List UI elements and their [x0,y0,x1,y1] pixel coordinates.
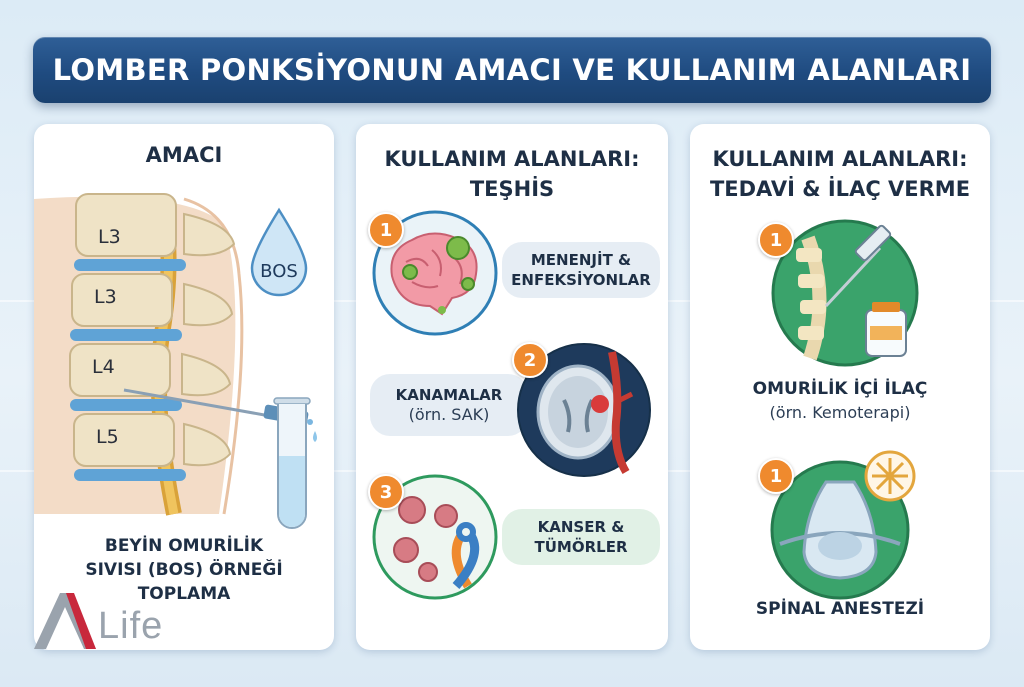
treatment-item-2-badge: 1 [758,458,794,494]
panel-purpose-caption: BEYİN OMURİLİK SIVISI (BOS) ÖRNEĞİ TOPLA… [85,536,283,604]
intrathecal-drug-icon [771,219,919,367]
vertebra-label-4: L5 [96,426,119,448]
diagnosis-item-1-label: MENENJİT & ENFEKSİYONLAR [502,242,660,298]
test-tube-icon [273,397,311,529]
diagnosis-item-3-badge: 3 [368,474,404,510]
csf-drop-icon [250,207,308,297]
csf-drop-label: BOS [260,261,298,282]
treatment-item-1-badge: 1 [758,222,794,258]
spine-illustration [34,193,317,516]
panel-purpose-title: AMACI [145,143,223,167]
vertebra-label-2: L3 [94,286,117,308]
diagnosis-item-2-badge: 2 [512,342,548,378]
cancer-cells-ribbon-icon [372,474,498,600]
logo-text: Life [98,605,164,647]
diagnosis-item-2-label: KANAMALAR (örn. SAK) [370,374,528,436]
title-banner: LOMBER PONKSİYONUN AMACI VE KULLANIM ALA… [33,37,991,103]
treatment-item-1-label: OMURİLİK İÇİ İLAÇ (örn. Kemoterapi) [752,379,928,422]
brain-scan-hemorrhage-icon [517,343,651,477]
vertebra-label-3: L4 [92,356,115,378]
treatment-item-2-label: SPİNAL ANESTEZİ [755,599,925,619]
page-title: LOMBER PONKSİYONUN AMACI VE KULLANIM ALA… [52,53,972,87]
panel-purpose: AMACI L3 L3 L4 L5 BOS [34,124,334,650]
panel-treatment: KULLANIM ALANLARI: TEDAVİ & İLAÇ VERME 1… [690,124,990,650]
diagnosis-item-3-label: KANSER & TÜMÖRLER [502,509,660,565]
diagnosis-item-1-badge: 1 [368,212,404,248]
panel-diagnosis-title: KULLANIM ALANLARI: TEŞHİS [384,147,640,201]
anesthesia-mask-icon [770,450,916,600]
brain-infection-icon [372,210,498,336]
vertebra-label-1: L3 [98,226,121,248]
life-logo-icon [34,593,96,649]
panel-treatment-title: KULLANIM ALANLARI: TEDAVİ & İLAÇ VERME [709,147,971,201]
panel-diagnosis: KULLANIM ALANLARI: TEŞHİS MENENJİT & ENF… [356,124,668,650]
